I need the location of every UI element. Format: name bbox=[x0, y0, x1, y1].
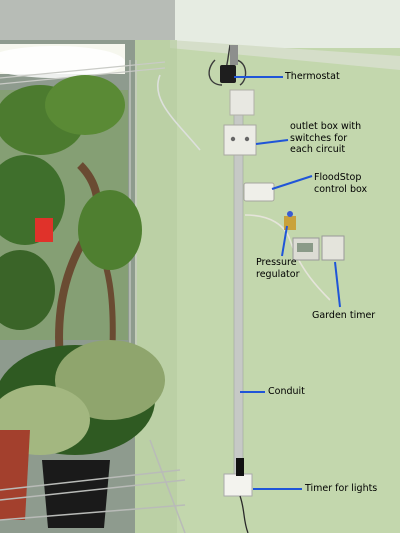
thermostat-device bbox=[220, 65, 236, 83]
white-cable bbox=[157, 74, 201, 151]
annotation-lines bbox=[234, 76, 341, 490]
pressure-regulator-pointer bbox=[281, 225, 288, 257]
floodstop-label: FloodStop control box bbox=[314, 172, 367, 195]
outlet-box-label: outlet box with switches for each circui… bbox=[290, 121, 361, 156]
ceiling bbox=[170, 0, 400, 48]
pressure-regulator-label: Pressure regulator bbox=[256, 257, 300, 280]
garden-timer-valve bbox=[321, 235, 345, 261]
clay-pot bbox=[0, 430, 30, 520]
wire-shelf-bottom bbox=[0, 439, 186, 533]
light-timer-cord bbox=[239, 495, 249, 533]
outlet-box-label-line-1: outlet box with bbox=[290, 121, 362, 132]
conduit-label: Conduit bbox=[268, 386, 305, 397]
outlet-box-label-line-3: each circuit bbox=[290, 144, 346, 156]
pressure-regulator-label-line-2: regulator bbox=[256, 268, 300, 280]
thermostat-label: Thermostat bbox=[285, 71, 340, 82]
floodstop-device bbox=[243, 182, 275, 202]
light-timer-device bbox=[223, 473, 253, 497]
ceiling-edge bbox=[170, 40, 400, 70]
water-tubing bbox=[244, 214, 331, 301]
switch-right bbox=[244, 136, 250, 142]
garden-timer-display bbox=[297, 243, 313, 252]
potted-plants bbox=[0, 340, 165, 528]
wall-corner-shadow bbox=[135, 40, 177, 533]
garden-timer-pointer bbox=[334, 261, 341, 308]
outlet-box-label-line-2: switches for bbox=[290, 132, 348, 144]
garden-timer-label: Garden timer bbox=[312, 310, 376, 321]
outlet-box-device bbox=[223, 124, 257, 156]
outlet-box-pointer bbox=[255, 139, 289, 145]
light-fixture-housing bbox=[0, 0, 175, 40]
bonsai-tree bbox=[0, 75, 142, 361]
junction-box bbox=[229, 89, 255, 116]
pressure-regulator-label-line-1: Pressure bbox=[256, 257, 297, 268]
grow-light-bulb bbox=[0, 46, 125, 78]
timer-for-lights-label: Timer for lights bbox=[305, 483, 378, 494]
regulator-valve bbox=[287, 211, 293, 217]
black-pot bbox=[42, 460, 110, 528]
switch-left bbox=[230, 136, 236, 142]
red-tag bbox=[35, 218, 53, 242]
floodstop-label-line-1: FloodStop bbox=[314, 172, 362, 183]
floodstop-pointer bbox=[271, 175, 313, 190]
conduit-top-fitting bbox=[230, 45, 238, 65]
floodstop-label-line-2: control box bbox=[314, 183, 368, 195]
light-timer-plug bbox=[236, 458, 244, 476]
